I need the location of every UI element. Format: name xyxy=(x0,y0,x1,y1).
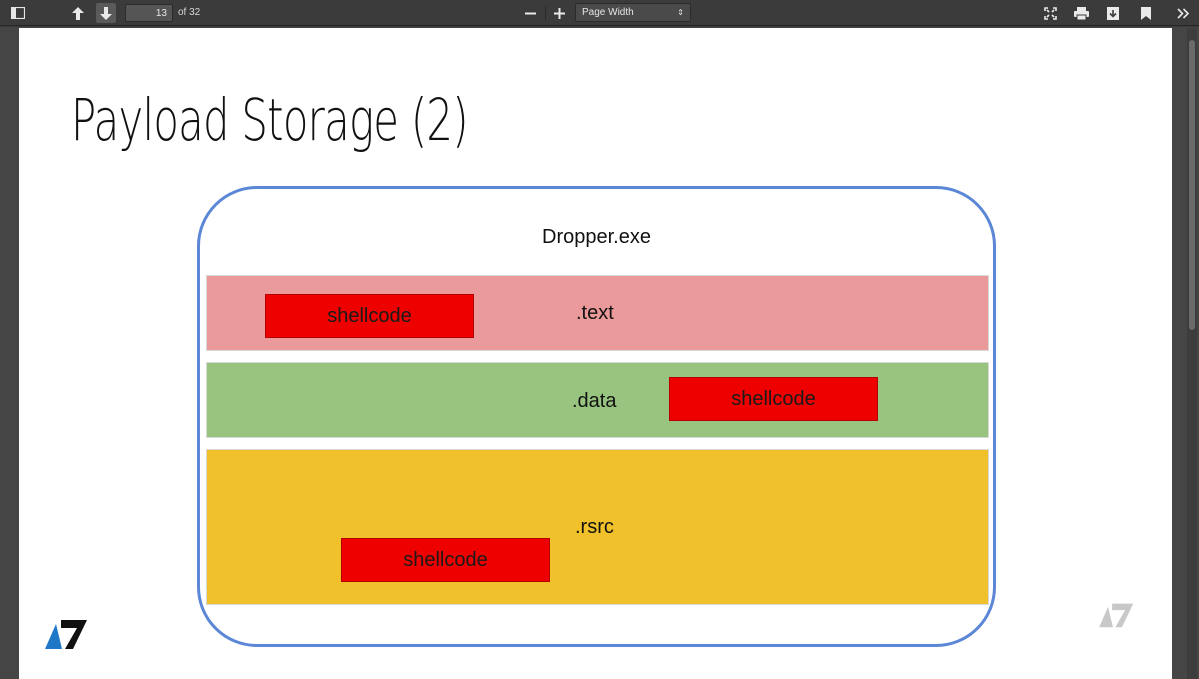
section-label-data: .data xyxy=(572,390,617,412)
page-number-input[interactable] xyxy=(125,4,173,22)
dropper-exe-diagram: Dropper.exe .text shellcode .data shellc… xyxy=(197,186,996,647)
section-label-rsrc: .rsrc xyxy=(575,516,614,538)
select-arrows-icon: ⇕ xyxy=(677,8,684,17)
previous-page-icon[interactable] xyxy=(68,3,88,23)
scrollbar-thumb[interactable] xyxy=(1189,40,1195,330)
watermark-logo xyxy=(1099,602,1135,633)
shellcode-label: shellcode xyxy=(731,387,816,410)
next-page-icon[interactable] xyxy=(96,3,116,23)
slide-page: Payload Storage (2) Dropper.exe .text sh… xyxy=(19,28,1172,679)
print-icon[interactable] xyxy=(1071,3,1091,23)
toolbar-divider xyxy=(545,6,546,20)
bookmark-icon[interactable] xyxy=(1136,3,1156,23)
zoom-select[interactable]: Page Width ⇕ xyxy=(575,3,691,22)
shellcode-block-data: shellcode xyxy=(669,377,878,421)
section-text: .text shellcode xyxy=(206,275,989,351)
download-icon[interactable] xyxy=(1103,3,1123,23)
tools-menu-icon[interactable] xyxy=(1173,3,1193,23)
pdf-toolbar: of 32 Page Width ⇕ xyxy=(0,0,1199,26)
section-rsrc: .rsrc shellcode xyxy=(206,449,989,605)
zoom-select-value: Page Width xyxy=(582,7,634,18)
page-count-label: of 32 xyxy=(178,7,201,18)
shellcode-block-rsrc: shellcode xyxy=(341,538,550,582)
section-data: .data shellcode xyxy=(206,362,989,438)
diagram-title: Dropper.exe xyxy=(542,226,651,248)
shellcode-label: shellcode xyxy=(327,304,412,327)
zoom-in-icon[interactable] xyxy=(549,3,569,23)
vertical-scrollbar[interactable] xyxy=(1187,28,1197,679)
zoom-out-icon[interactable] xyxy=(520,3,540,23)
shellcode-label: shellcode xyxy=(403,548,488,571)
section-label-text: .text xyxy=(576,302,614,324)
slide-title: Payload Storage (2) xyxy=(71,86,469,154)
shellcode-block-text: shellcode xyxy=(265,294,474,338)
presentation-mode-icon[interactable] xyxy=(1040,3,1060,23)
company-logo xyxy=(45,618,89,655)
sidebar-toggle-icon[interactable] xyxy=(8,3,28,23)
